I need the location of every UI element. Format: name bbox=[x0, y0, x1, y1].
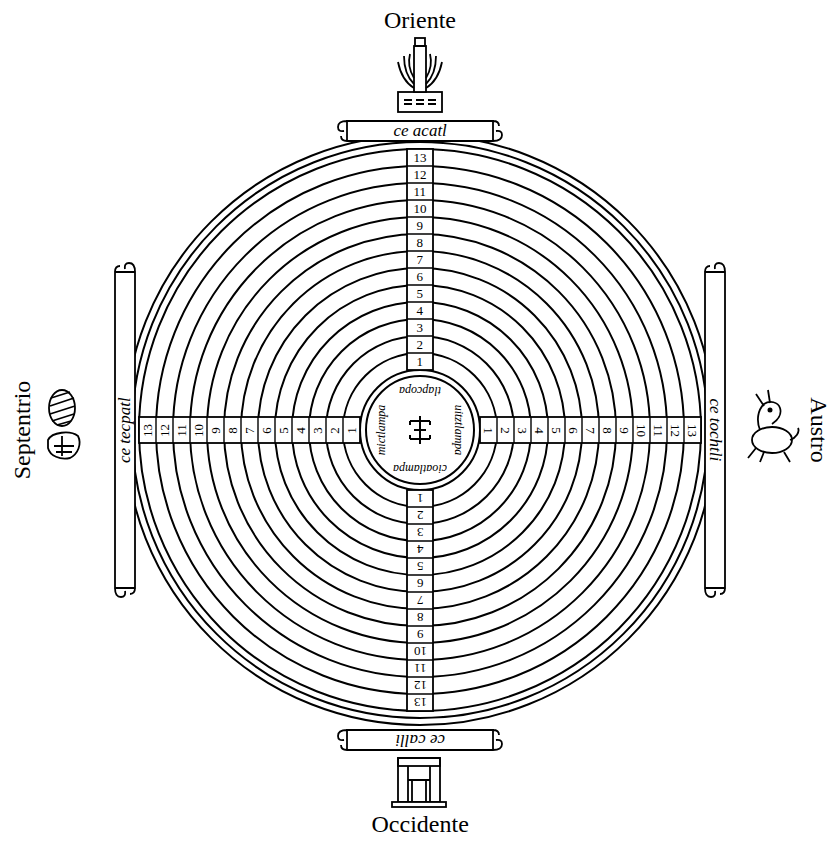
day-number: 2 bbox=[498, 427, 513, 434]
house-symbol bbox=[392, 758, 446, 807]
day-number: 9 bbox=[417, 218, 424, 233]
day-number: 10 bbox=[634, 424, 649, 437]
scroll-banner: ce acatl bbox=[335, 118, 505, 144]
day-number: 5 bbox=[549, 427, 564, 434]
day-sign-name: ce calli bbox=[395, 730, 445, 750]
compass-word: Oriente bbox=[384, 7, 456, 33]
day-number: 12 bbox=[414, 678, 427, 693]
day-number: 12 bbox=[414, 167, 427, 182]
rabbit-symbol bbox=[748, 390, 799, 462]
day-sign-name: ce acatl bbox=[394, 121, 447, 141]
center-circle: tlapcopa mictlampa uitztlampa cioatlampa bbox=[364, 374, 476, 486]
day-number: 8 bbox=[417, 235, 424, 250]
day-number: 5 bbox=[417, 286, 424, 301]
reed-symbol bbox=[398, 38, 442, 112]
day-number: 11 bbox=[414, 661, 427, 676]
day-number: 7 bbox=[417, 593, 424, 608]
day-number: 11 bbox=[414, 184, 427, 199]
day-number: 4 bbox=[532, 427, 547, 434]
day-number: 13 bbox=[685, 424, 700, 437]
flint-symbol bbox=[48, 390, 80, 459]
day-number: 2 bbox=[417, 508, 424, 523]
day-number: 4 bbox=[417, 303, 424, 318]
day-number: 8 bbox=[417, 610, 424, 625]
day-number: 4 bbox=[293, 427, 308, 434]
day-number: 5 bbox=[276, 427, 291, 434]
day-number: 9 bbox=[417, 627, 424, 642]
scroll-banner: ce tecpatl bbox=[112, 260, 138, 600]
day-number: 12 bbox=[668, 424, 683, 437]
day-number: 11 bbox=[174, 424, 189, 437]
day-number: 7 bbox=[417, 252, 424, 267]
direction-word: mictlampa bbox=[374, 405, 388, 456]
day-number: 3 bbox=[417, 525, 424, 540]
compass-word: Occidente bbox=[372, 811, 469, 837]
day-number: 13 bbox=[140, 424, 155, 437]
day-number: 8 bbox=[225, 427, 240, 434]
day-number: 12 bbox=[157, 424, 172, 437]
day-number: 3 bbox=[515, 427, 530, 434]
day-number: 6 bbox=[417, 576, 424, 591]
day-number: 10 bbox=[414, 644, 427, 659]
day-number: 11 bbox=[651, 424, 666, 437]
compass-word: Austro bbox=[805, 397, 831, 462]
day-number: 10 bbox=[191, 424, 206, 437]
compass-word: Septentrio bbox=[9, 381, 35, 480]
day-sign-name: ce tecpatl bbox=[115, 397, 135, 463]
day-number: 9 bbox=[617, 427, 632, 434]
day-number: 6 bbox=[566, 427, 581, 434]
day-number: 6 bbox=[417, 269, 424, 284]
day-number: 7 bbox=[242, 427, 257, 434]
day-number: 7 bbox=[583, 427, 598, 434]
direction-word: tlapcopa bbox=[399, 384, 441, 398]
direction-word: cioatlampa bbox=[393, 462, 447, 476]
day-number: 13 bbox=[414, 695, 427, 710]
scroll-banner: ce tochtli bbox=[702, 260, 728, 600]
day-sign-name: ce tochtli bbox=[705, 399, 725, 462]
day-number: 1 bbox=[481, 427, 496, 434]
day-number: 1 bbox=[417, 491, 424, 506]
day-number: 6 bbox=[259, 427, 274, 434]
day-number: 2 bbox=[327, 427, 342, 434]
day-number: 3 bbox=[417, 320, 424, 335]
day-number: 4 bbox=[417, 542, 424, 557]
day-number: 13 bbox=[414, 150, 427, 165]
day-number: 1 bbox=[344, 427, 359, 434]
day-number: 10 bbox=[414, 201, 427, 216]
day-number: 5 bbox=[417, 559, 424, 574]
day-number: 2 bbox=[417, 337, 424, 352]
day-number: 1 bbox=[417, 354, 424, 369]
day-number: 3 bbox=[310, 427, 325, 434]
day-number: 8 bbox=[600, 427, 615, 434]
scroll-banner: ce calli bbox=[335, 727, 505, 753]
direction-word: uitztlampa bbox=[452, 405, 466, 456]
day-number: 9 bbox=[208, 427, 223, 434]
